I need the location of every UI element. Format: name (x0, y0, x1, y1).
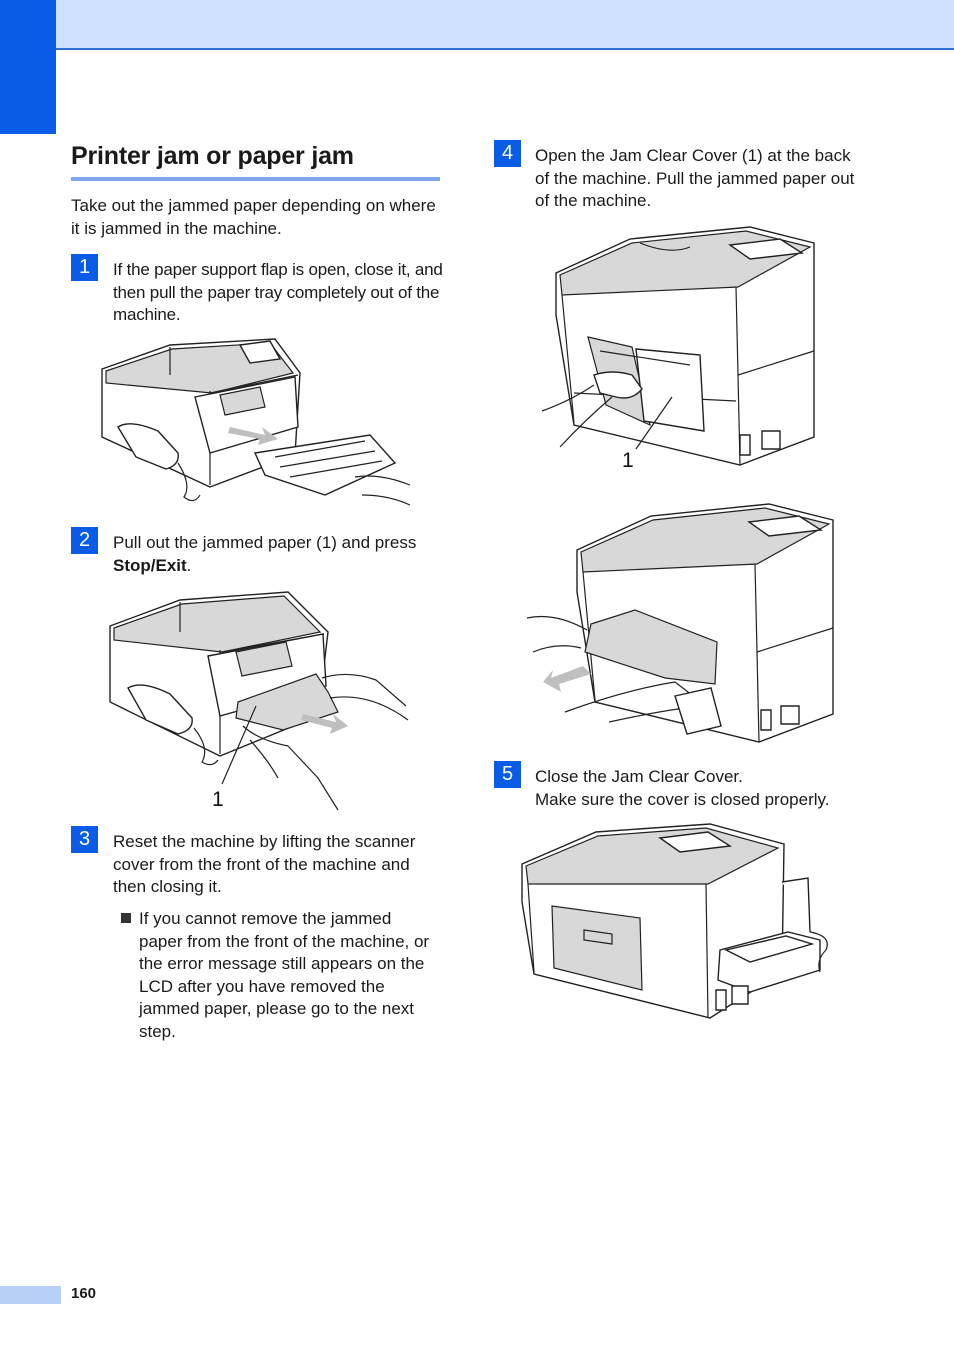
step-2-text: Pull out the jammed paper (1) and press … (113, 532, 443, 577)
step-3-text: Reset the machine by lifting the scanner… (113, 832, 416, 896)
step-5-text-line-2: Make sure the cover is closed properly. (535, 789, 830, 809)
step-5-text: Close the Jam Clear Cover. Make sure the … (535, 766, 935, 811)
footer-tab (0, 1286, 61, 1304)
step-5-text-line-1: Close the Jam Clear Cover. (535, 767, 743, 786)
step-2-text-end: . (186, 555, 192, 575)
step-2-text-plain: Pull out the jammed paper (1) and press (113, 533, 417, 552)
step-2-callout-1: 1 (212, 788, 224, 811)
bullet-square-icon (121, 913, 131, 923)
header-band (0, 0, 954, 50)
step-3-bullet-text: If you cannot remove the jammed paper fr… (139, 909, 430, 1041)
step-1-marker: 1 (71, 254, 98, 281)
step-5-marker: 5 (494, 761, 521, 788)
step-1-text: If the paper support flap is open, close… (113, 260, 443, 324)
title-underline (71, 177, 440, 181)
step-3-marker: 3 (71, 826, 98, 853)
illustration-pull-paper-from-back (526, 503, 834, 743)
intro-text: Take out the jammed paper depending on w… (71, 196, 436, 238)
section-title: Printer jam or paper jam (71, 142, 354, 170)
chapter-tab (0, 0, 56, 134)
step-4-marker: 4 (494, 140, 521, 167)
step-2-marker: 2 (71, 527, 98, 554)
illustration-pull-jammed-paper: 1 (109, 591, 409, 811)
page-number: 160 (71, 1285, 97, 1302)
step-4-text: Open the Jam Clear Cover (1) at the back… (535, 146, 855, 210)
illustration-closed-cover (521, 823, 828, 1019)
illustration-remove-paper-tray (101, 338, 411, 506)
step-4-callout-1: 1 (622, 449, 634, 472)
illustration-open-jam-clear-cover: 1 (541, 226, 815, 472)
stop-exit-key-label: Stop/Exit (113, 555, 187, 575)
